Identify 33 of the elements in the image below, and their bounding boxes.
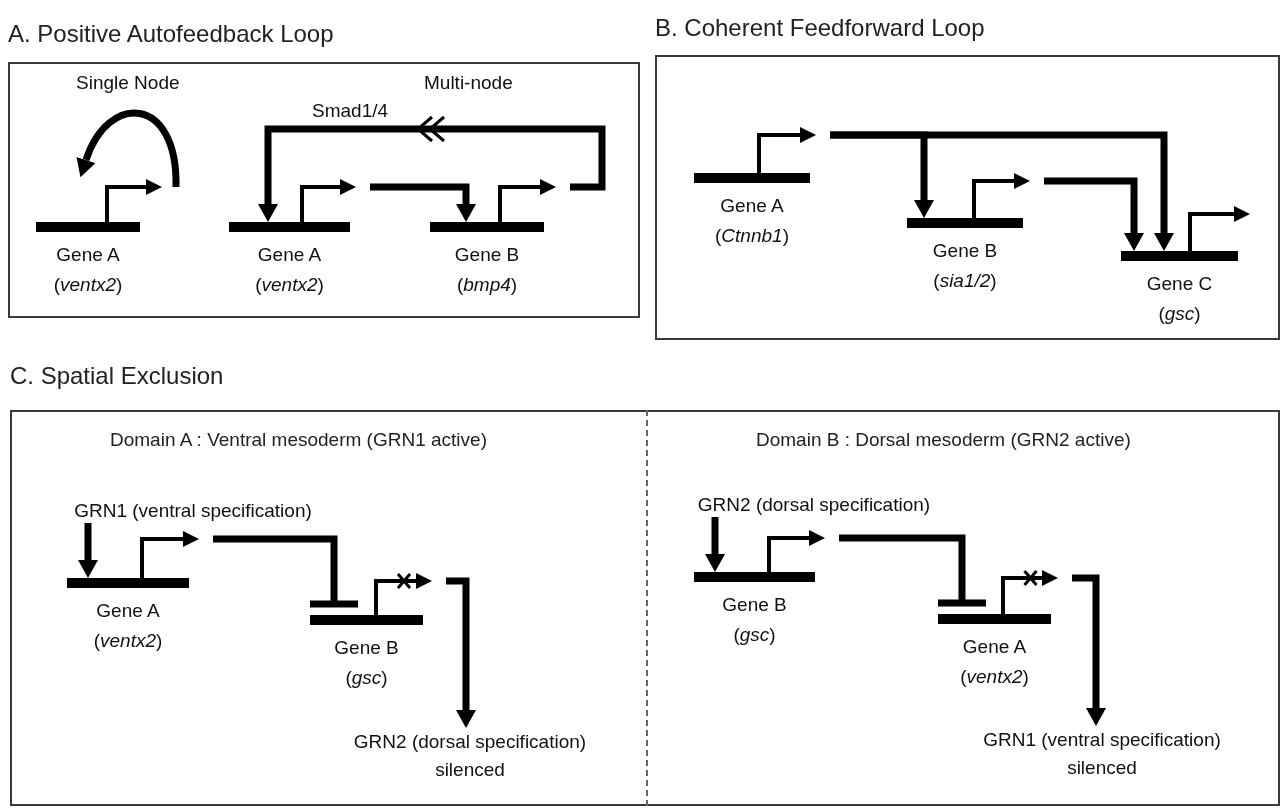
network-label: GRN1 (ventral specification) (74, 499, 312, 523)
gene-label: (gsc) (1158, 302, 1201, 326)
gene-label: Gene B (334, 636, 399, 660)
gene-label: Gene B (722, 593, 787, 617)
gene-label: Gene A (257, 243, 322, 267)
gene-label: (ventx2) (53, 273, 123, 297)
gene-label: (gsc) (733, 623, 776, 647)
domain-heading: Domain A : Ventral mesoderm (GRN1 active) (110, 428, 487, 452)
gene-label: (ventx2) (960, 665, 1029, 689)
network-label: GRN1 (ventral specification) silenced (982, 728, 1222, 780)
panel-title: C. Spatial Exclusion (10, 361, 224, 391)
panel-title: A. Positive Autofeedback Loop (8, 19, 334, 49)
domain-heading: Domain B : Dorsal mesoderm (GRN2 active) (756, 428, 1131, 452)
gene-label: (gsc) (345, 666, 388, 690)
network-label: GRN2 (dorsal specification) silenced (352, 730, 588, 782)
arrow (258, 125, 606, 222)
gene-label: (Ctnnb1) (715, 224, 789, 248)
gene-label: Gene A (720, 194, 784, 218)
gene-label: (bmp4) (456, 273, 518, 297)
gene-label: Gene A (962, 635, 1027, 659)
loop-arrow (76, 109, 180, 188)
gene-label: Gene C (1146, 272, 1213, 296)
section-label: Single Node (76, 72, 180, 94)
gene-label: (sia1/2) (933, 269, 997, 293)
gene-label: Gene B (454, 243, 520, 267)
network-label: GRN2 (dorsal specification) (697, 493, 931, 517)
gene-label: Gene A (96, 599, 160, 623)
gene-label: Gene B (932, 239, 998, 263)
gene-label: Gene A (56, 243, 120, 267)
section-label: Multi-node (424, 72, 513, 94)
panel-title: B. Coherent Feedforward Loop (655, 13, 985, 43)
gene-label: (ventx2) (255, 273, 324, 297)
gene-label: (ventx2) (93, 629, 163, 653)
